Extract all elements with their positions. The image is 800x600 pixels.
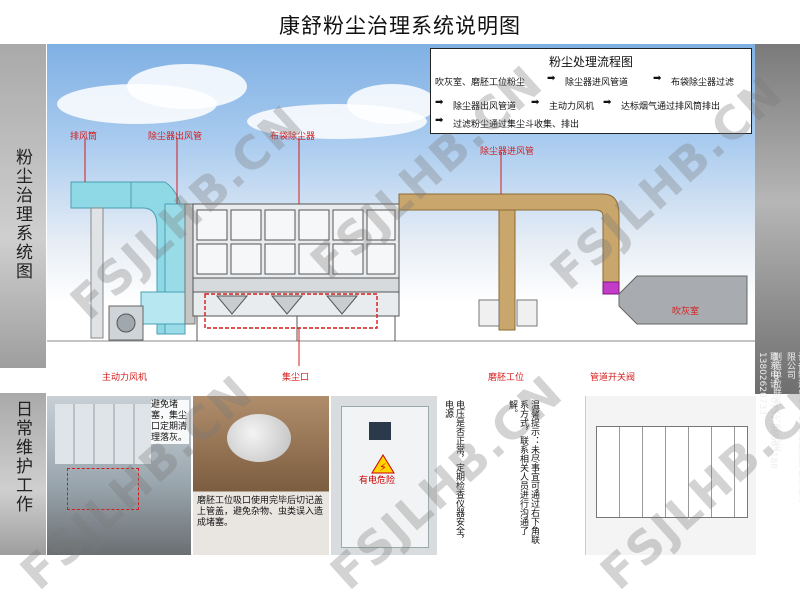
flow-step-2: 除尘器进风管道 [565, 78, 629, 88]
photo-grinding-cover: 磨胚工位吸口使用完毕后切记盖上管盖，避免杂物、虫类误入造成堵塞。 [193, 396, 329, 555]
label-bag-filter: 布袋除尘器 [270, 132, 316, 142]
svg-text:⚡: ⚡ [379, 461, 387, 474]
label-outlet-duct: 除尘器出风管 [148, 132, 203, 142]
photo-system-sketch [585, 396, 756, 555]
main-fan [108, 305, 144, 341]
label-exhaust-stack: 排风筒 [70, 132, 98, 142]
right-info-panel [755, 44, 800, 394]
flow-step-5: 主动力风机 [549, 102, 595, 112]
arrow-right-icon: ➡ [531, 97, 540, 108]
flow-step-7: 过滤粉尘通过集尘斗收集、排出 [453, 120, 580, 130]
maintenance-note-3: 电压是否正常，定期检查仪器安全，电源 [443, 400, 464, 544]
label-blowing-room: 吹灰室 [672, 307, 700, 317]
photo-electric-cabinet: ⚡ 有电危险 [331, 396, 437, 555]
sidebar-label-system-diagram: 粉尘治理系统图 [12, 148, 32, 281]
maintenance-note-4: 温馨提示：未尽事宜可通过右下角联系方式，联系相关人员进行沟通了解。 [507, 400, 539, 544]
label-main-fan: 主动力风机 [102, 373, 148, 383]
label-inlet-duct: 除尘器进风管 [480, 147, 535, 157]
warning-icon: ⚡ [371, 454, 395, 474]
arrow-right-icon: ➡ [435, 97, 444, 108]
outlet-duct [140, 203, 196, 335]
label-grinding-station: 磨胚工位 [488, 373, 525, 383]
label-duct-valve: 管道开关阀 [590, 373, 636, 383]
sidebar-label-maintenance: 日常维护工作 [12, 400, 32, 514]
flow-step-3: 布袋除尘器过滤 [671, 78, 735, 88]
photo-dust-hopper: 避免堵塞，集尘口定期清理落灰。 [47, 396, 191, 555]
sidebar-top [0, 44, 46, 368]
blowing-room [618, 275, 748, 325]
dust-system-diagram [47, 138, 755, 366]
flow-step-6: 达标烟气通过排风筒排出 [621, 102, 721, 112]
flow-chart-title: 粉尘处理流程图 [548, 55, 633, 69]
arrow-right-icon: ➡ [603, 97, 612, 108]
flow-chart-box: 粉尘处理流程图 吹灰室、磨胚工位粉尘 ➡ 除尘器进风管道 ➡ 布袋除尘器过滤 ➡… [430, 48, 752, 134]
label-dust-port: 集尘口 [282, 373, 310, 383]
contact-line-3: 联系电话：0757-86683188 13802620733 [757, 352, 778, 469]
arrow-right-icon: ➡ [435, 115, 444, 126]
duct-valve [602, 281, 620, 295]
sidebar-bottom [0, 393, 46, 555]
cabinet-warning-label: 有电危险 [359, 476, 396, 486]
arrow-right-icon: ➡ [653, 73, 662, 84]
maintenance-note-1: 避免堵塞，集尘口定期清理落灰。 [151, 400, 189, 444]
contact-line-2: 制造单位联系人：梁先生 [771, 352, 781, 451]
flow-step-4: 除尘器出风管道 [453, 102, 517, 112]
flow-step-1: 吹灰室、磨胚工位粉尘 [435, 78, 526, 88]
page-title: 康舒粉尘治理系统说明图 [279, 14, 521, 38]
bag-filter-unit [192, 203, 400, 341]
maintenance-note-2: 磨胚工位吸口使用完毕后切记盖上管盖，避免杂物、虫类误入造成堵塞。 [197, 496, 324, 528]
arrow-right-icon: ➡ [547, 73, 556, 84]
contact-line-1: 设备制造单位：佛山市康舒环保设备有限公司 [785, 352, 800, 505]
